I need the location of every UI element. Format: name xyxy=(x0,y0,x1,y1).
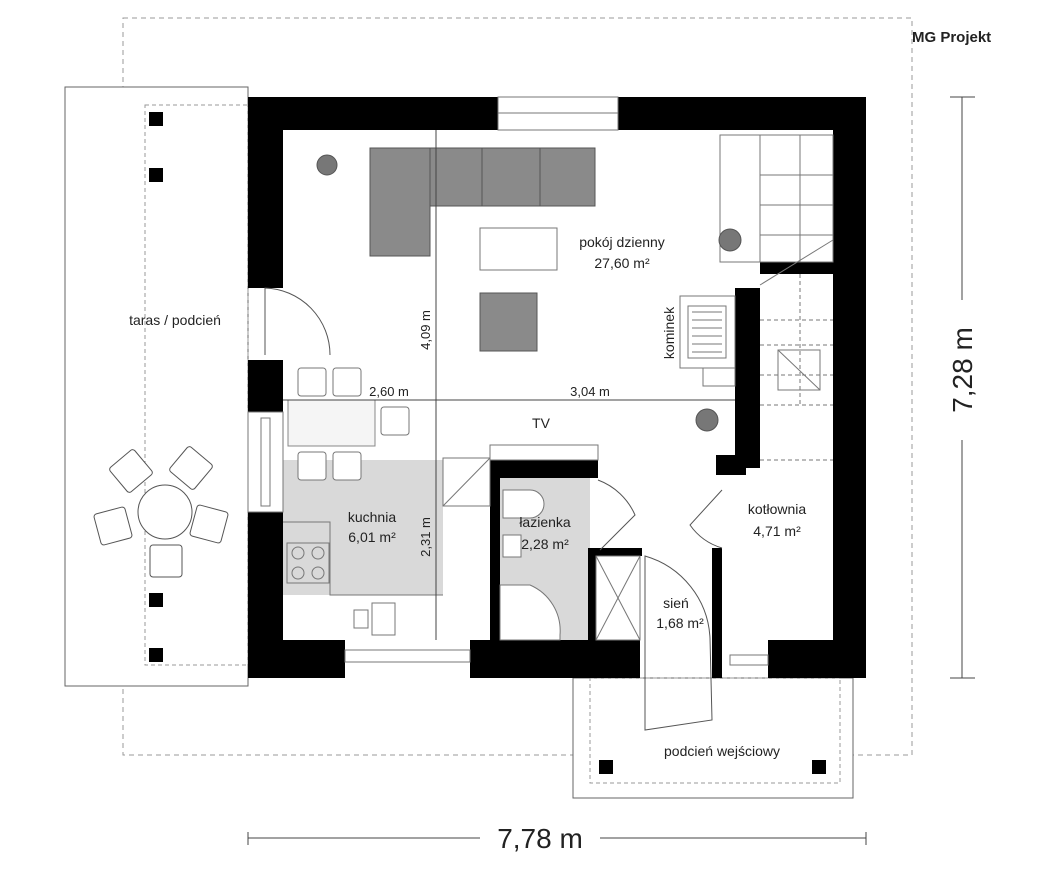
dining-table xyxy=(287,399,376,447)
porch xyxy=(572,677,854,799)
stairs xyxy=(719,134,834,461)
entry-door xyxy=(644,555,713,731)
bathroom-fixtures xyxy=(499,489,641,641)
porch-posts xyxy=(599,760,826,774)
coffee-table xyxy=(479,227,558,271)
terrace-inner xyxy=(144,104,249,666)
terrace-name: taras / podcień xyxy=(129,312,221,328)
terrace-posts xyxy=(149,112,163,662)
porch-name: podcień wejściowy xyxy=(664,743,780,759)
fireplace-label: kominek xyxy=(661,306,677,359)
terrace-door xyxy=(264,287,331,356)
boiler-door xyxy=(689,489,723,549)
dim-total-height: 7,28 m xyxy=(947,327,978,413)
boiler-room-name: kotłownia xyxy=(748,501,807,517)
hall-name: sień xyxy=(663,595,689,611)
patio-table xyxy=(93,446,229,578)
living-room-name: pokój dzienny xyxy=(579,234,665,250)
tv-cabinet xyxy=(489,444,599,461)
kitchen-name: kuchnia xyxy=(348,509,396,525)
dining-chairs xyxy=(297,367,410,481)
dim-living-height: 4,09 m xyxy=(418,310,433,350)
tv-label: TV xyxy=(532,415,551,431)
terrace xyxy=(64,86,249,687)
dimension-lines xyxy=(247,96,975,845)
plant-icons xyxy=(316,154,742,432)
bathroom-area: 2,28 m² xyxy=(521,536,569,552)
dim-total-width: 7,78 m xyxy=(497,823,583,854)
kitchen-counter xyxy=(283,457,491,636)
armchair xyxy=(479,292,538,352)
walls xyxy=(248,97,866,678)
kitchen-floor xyxy=(283,460,443,595)
bathroom-door xyxy=(597,479,636,551)
windows xyxy=(247,96,769,666)
dim-living-width: 3,04 m xyxy=(570,384,610,399)
boiler-room-area: 4,71 m² xyxy=(753,523,801,539)
living-room-area: 27,60 m² xyxy=(594,255,650,271)
fireplace xyxy=(679,295,736,387)
sofa xyxy=(369,147,596,257)
logo: MG Projekt xyxy=(912,29,991,46)
dim-dining-width: 2,60 m xyxy=(369,384,409,399)
kitchen-area: 6,01 m² xyxy=(348,529,396,545)
dim-kitchen-height: 2,31 m xyxy=(418,517,433,557)
porch-inner xyxy=(589,677,841,784)
bathroom-name: łazienka xyxy=(519,514,571,530)
hall-area: 1,68 m² xyxy=(656,615,704,631)
